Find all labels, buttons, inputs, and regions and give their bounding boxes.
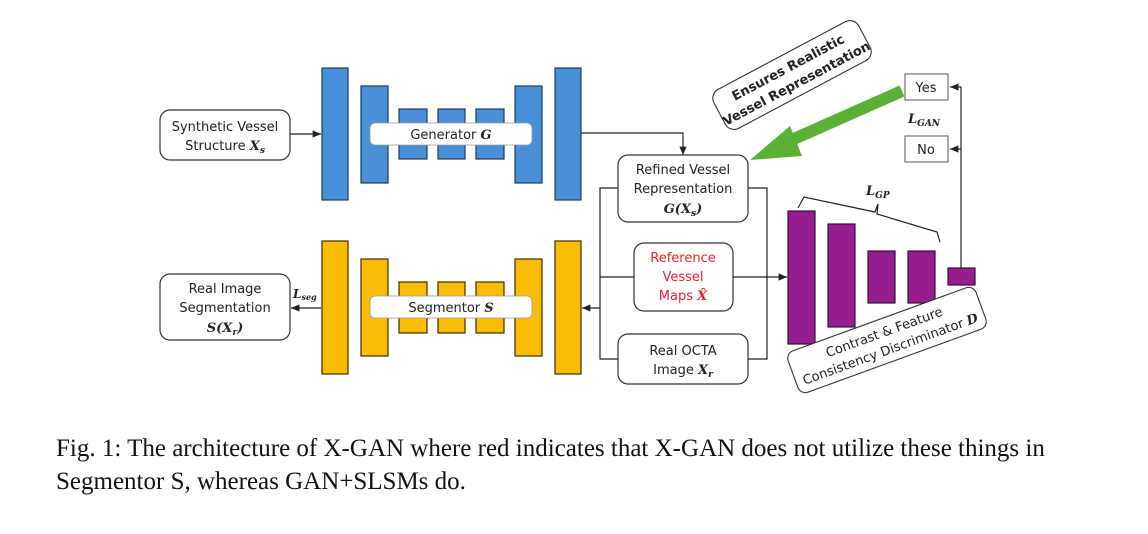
segmentor-layer [554, 240, 582, 375]
segmentation-output-box [159, 273, 291, 341]
yes-box [904, 73, 949, 101]
reference-vessel-line3: Maps X̂ [659, 288, 708, 304]
gp-brace [797, 196, 941, 243]
synthetic-vessel-box [159, 109, 291, 161]
generator-layer [554, 67, 582, 201]
real-octa-line2: Image Xr [653, 363, 714, 380]
refined-vessel-line1: Refined Vessel [636, 163, 730, 178]
discriminator-input-bus [733, 187, 768, 360]
figure-caption: Fig. 1: The architecture of X-GAN where … [56, 435, 1045, 495]
segmentation-line1: Real Image [189, 282, 262, 297]
segmentation-math: S(Xr) [207, 321, 244, 338]
generator-label: Generator G [410, 128, 491, 143]
yes-label: Yes [915, 81, 937, 96]
refined-vessel-math: G(Xs) [664, 202, 703, 219]
synthetic-vessel-line2: Structure Xs [185, 139, 265, 156]
loss-gp: LGP [865, 184, 890, 201]
discriminator-network [787, 210, 976, 345]
generator-label-box [369, 122, 533, 146]
segmentation-line2: Segmentation [179, 301, 270, 316]
reference-vessel-line2: Vessel [662, 270, 703, 285]
discriminator-feedback-line [950, 83, 962, 268]
segmentor-layer [321, 240, 349, 375]
green-feedback-arrow [750, 85, 905, 160]
generator-to-refined-arrow [581, 132, 687, 155]
synthetic-vessel-line1: Synthetic Vessel [172, 120, 279, 135]
segmentor-label: Segmentor S [408, 301, 493, 316]
loss-seg: Lseg [292, 287, 317, 302]
discriminator-layer [867, 250, 896, 304]
no-label: No [917, 143, 935, 158]
discriminator-layer [787, 210, 816, 345]
discriminator-layer [827, 223, 856, 328]
reference-vessel-line1: Reference [650, 251, 715, 266]
loss-gan: LGAN [907, 112, 941, 129]
generator-layer [321, 67, 349, 201]
refined-vessel-line2: Representation [634, 182, 733, 197]
real-octa-line1: Real OCTA [649, 344, 716, 359]
no-box [904, 135, 949, 163]
discriminator-output-layer [947, 267, 976, 286]
discriminator-layer [907, 250, 936, 304]
segmentor-input-bus [599, 187, 634, 360]
segmentor-label-box [369, 295, 533, 319]
